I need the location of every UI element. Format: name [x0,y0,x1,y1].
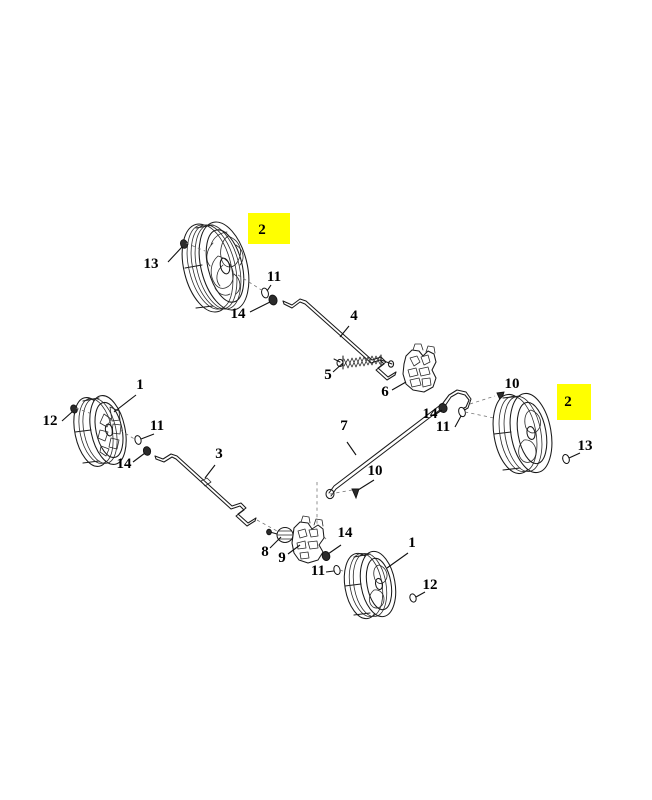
rod-part-4 [282,298,397,381]
wheel-part-2-upper-left [181,221,250,313]
leader-14-left [132,452,146,463]
leader-11-mid [454,415,462,428]
callout-9: 9 [278,550,286,566]
callout-2-upper: 2 [258,222,266,238]
hardware-12-lower [409,593,417,603]
axis-14-left [119,429,137,441]
callout-5: 5 [324,367,332,383]
leader-13-right [568,452,581,459]
callout-14-mid: 14 [423,406,439,422]
callout-2-right: 2 [564,394,572,410]
leader-13-upper-left [167,246,183,263]
callout-11-mid: 11 [436,419,450,435]
leader-3 [204,464,216,479]
hardware-14-left [142,446,152,456]
hardware-12-left [70,404,78,414]
leader-1-lower [386,552,409,569]
callout-11-lower: 11 [311,563,325,579]
leader-14-lower [327,544,342,555]
leader-14-upper [249,301,271,313]
leader-6 [391,381,407,391]
wheel-part-2-right [492,392,553,475]
callout-8: 8 [261,544,269,560]
axis-10-right [469,395,496,405]
rod-part-7 [325,389,472,500]
callout-13-upper-left: 13 [144,256,159,272]
callout-3: 3 [215,446,223,462]
callout-11-upper: 11 [267,269,281,285]
axis-11-mid [464,411,495,419]
wheel-part-1-left [73,395,127,467]
callout-1-left: 1 [136,377,144,393]
hardware-11-left [134,435,142,445]
leader-12-lower [415,591,426,598]
hardware-10-lower [351,488,360,500]
leader-5 [332,362,344,373]
callout-10-lower: 10 [368,463,383,479]
leader-9 [287,544,301,555]
hardware-14-upper [268,294,278,306]
callout-labels: 13 2 11 14 4 5 6 10 2 13 14 11 1 12 11 1… [43,222,593,593]
hardware-13-upper-left [180,239,188,249]
callout-14-upper: 14 [231,306,247,322]
leader-10-lower [357,479,375,491]
highlight-part-2-front-right [557,384,591,420]
rod-part-3 [154,453,257,527]
callout-4: 4 [350,308,358,324]
leader-4 [339,325,350,338]
callout-10-right: 10 [505,376,520,392]
callout-12-left: 12 [43,413,58,429]
callout-6: 6 [381,384,389,400]
hardware-11-mid [458,406,466,418]
spring-part-5 [333,354,395,370]
axis-14-upper [237,274,264,292]
axis-12-left [75,407,93,415]
leader-8 [269,536,282,549]
callout-1-lower: 1 [408,535,416,551]
callout-13-right: 13 [578,438,593,454]
callout-11-left: 11 [150,418,164,434]
highlight-part-2-rear-left [248,213,290,244]
callout-7: 7 [340,418,348,434]
callout-14-lower: 14 [338,525,354,541]
leader-11-left [140,433,155,440]
leader-12-left [61,411,73,422]
leader-11-upper [266,284,272,292]
callout-12-lower: 12 [423,577,438,593]
spring-coils [342,354,382,370]
leader-7 [346,441,357,456]
highlight-layer [248,213,591,420]
bracket-part-6 [402,343,437,393]
leader-1-left [113,394,137,413]
hardware-11-lower [333,565,341,575]
callout-14-left: 14 [117,456,133,472]
leader-11-lower [325,570,335,573]
leader-14-mid [435,409,443,415]
